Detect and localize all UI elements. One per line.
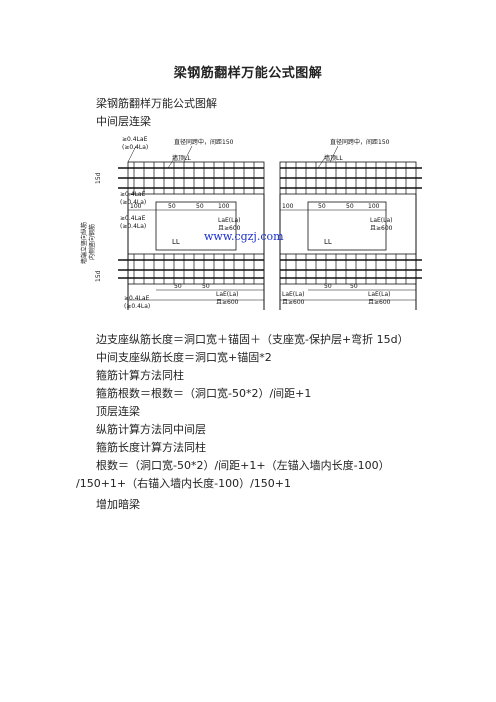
right-lae-2b: 且≥600 <box>368 299 391 306</box>
right-lae-3: LaE(La) <box>282 291 305 298</box>
left-dim-50a: 50 <box>168 203 176 210</box>
left-dim-100b: 100 <box>218 203 230 210</box>
right-lae-1: LaE(La) <box>370 217 393 224</box>
right-lower-long-bars <box>280 259 422 279</box>
formula-count-paragraph: 根数＝（洞口宽-50*2）/间距+1+（左锚入墙内长度-100） /150+1+… <box>76 457 428 493</box>
document-title: 梁钢筋翻样万能公式图解 <box>173 66 323 81</box>
left-top-note1: ≥0.4LaE <box>122 136 148 143</box>
rebar-diagram: ≥0.4LaE (≥0.4La) 直径同跨中，间距150 墙顶LL 15d ≥0… <box>76 132 428 328</box>
right-diagram <box>279 145 422 310</box>
left-15d-upper: 15d <box>95 172 102 184</box>
right-dim-50a: 50 <box>318 203 326 210</box>
right-dim-50d: 50 <box>350 283 358 290</box>
left-side-text2: 内侧竖向钢筋 <box>88 224 96 260</box>
note-stirrup-length-method: 箍筋长度计算方法同柱 <box>96 441 206 454</box>
left-dim-50c: 50 <box>174 283 182 290</box>
section-heading-middle-beam: 中间层连梁 <box>96 115 151 128</box>
right-lae-2: LaE(La) <box>368 291 391 298</box>
right-lower-stirrups <box>285 254 407 284</box>
formula-count-line1: 根数＝（洞口宽-50*2）/间距+1+（左锚入墙内长度-100） <box>96 459 390 472</box>
left-15d-lower: 15d <box>95 270 102 282</box>
right-dim-100b: 100 <box>368 203 380 210</box>
heading-line: 梁钢筋翻样万能公式图解 <box>96 97 217 110</box>
watermark-text: www.cgzj.com <box>204 230 284 243</box>
left-lower-stirrups <box>133 254 255 284</box>
left-bot-note1: ≥0.4LaE <box>124 295 150 302</box>
formula-middle-support: 中间支座纵筋长度＝洞口宽+锚固*2 <box>96 351 272 364</box>
left-dim-100: 100 <box>130 203 142 210</box>
left-top-note2: (≥0.4La) <box>122 144 148 151</box>
section-heading-top-beam: 顶层连梁 <box>96 405 140 418</box>
left-opening <box>155 201 237 251</box>
left-lower-long-bars <box>118 259 264 279</box>
right-ll-label: LL <box>324 238 332 246</box>
left-lae-2: LaE(La) <box>216 291 239 298</box>
note-long-bar-method: 纵筋计算方法同中间层 <box>96 423 206 436</box>
right-upper-long-bars <box>280 167 422 189</box>
left-bot-note2: (≥0.4La) <box>124 303 150 310</box>
left-dim-50d: 50 <box>202 283 210 290</box>
formula-stirrup-count: 箍筋根数＝根数＝（洞口宽-50*2）/间距+1 <box>96 387 312 400</box>
left-mid-note2b: (≥0.4La) <box>120 223 146 230</box>
left-dim-50b: 50 <box>196 203 204 210</box>
formula-edge-support: 边支座纵筋长度＝洞口宽＋锚固＋（支座宽-保护层+弯折 15d） <box>96 333 409 346</box>
formula-count-line2: /150+1+（右锚入墙内长度-100）/150+1 <box>76 477 292 490</box>
note-stirrup-method: 箍筋计算方法同柱 <box>96 369 184 382</box>
left-side-text: 墙端立竖向纵筋 <box>80 222 88 264</box>
left-upper-long-bars <box>118 167 264 189</box>
right-opening <box>307 201 387 251</box>
right-dim-50b: 50 <box>346 203 354 210</box>
left-mid-note1b: ≥0.4LaE <box>120 215 146 222</box>
right-lae-1b: 且≥600 <box>370 225 393 232</box>
right-diameter-note: 直径同跨中，间距150 <box>330 138 390 146</box>
rebar-diagram-svg: ≥0.4LaE (≥0.4La) 直径同跨中，间距150 墙顶LL 15d ≥0… <box>80 136 422 310</box>
note-add-hidden-beam: 增加暗梁 <box>96 498 140 511</box>
right-dim-100: 100 <box>282 203 294 210</box>
right-lae-3b: 且≥600 <box>282 299 305 306</box>
left-diameter-note: 直径同跨中，间距150 <box>174 138 234 146</box>
left-lower-beam-outline <box>127 253 265 285</box>
left-ll-label: LL <box>172 238 180 246</box>
left-mid-note1: ≥0.4LaE <box>120 191 146 198</box>
left-lae-1: LaE(La) <box>218 217 241 224</box>
left-diagram <box>118 145 265 310</box>
right-dim-50c: 50 <box>324 283 332 290</box>
left-wall-beam-label: 墙顶LL <box>172 154 191 162</box>
left-lae-1b: 且≥600 <box>218 225 241 232</box>
left-lae-2b: 且≥600 <box>216 299 239 306</box>
right-wall-beam-label: 墙顶LL <box>324 154 343 162</box>
left-mid-note2: (≥0.4La) <box>120 199 146 206</box>
right-lower-beam-outline <box>279 253 417 285</box>
